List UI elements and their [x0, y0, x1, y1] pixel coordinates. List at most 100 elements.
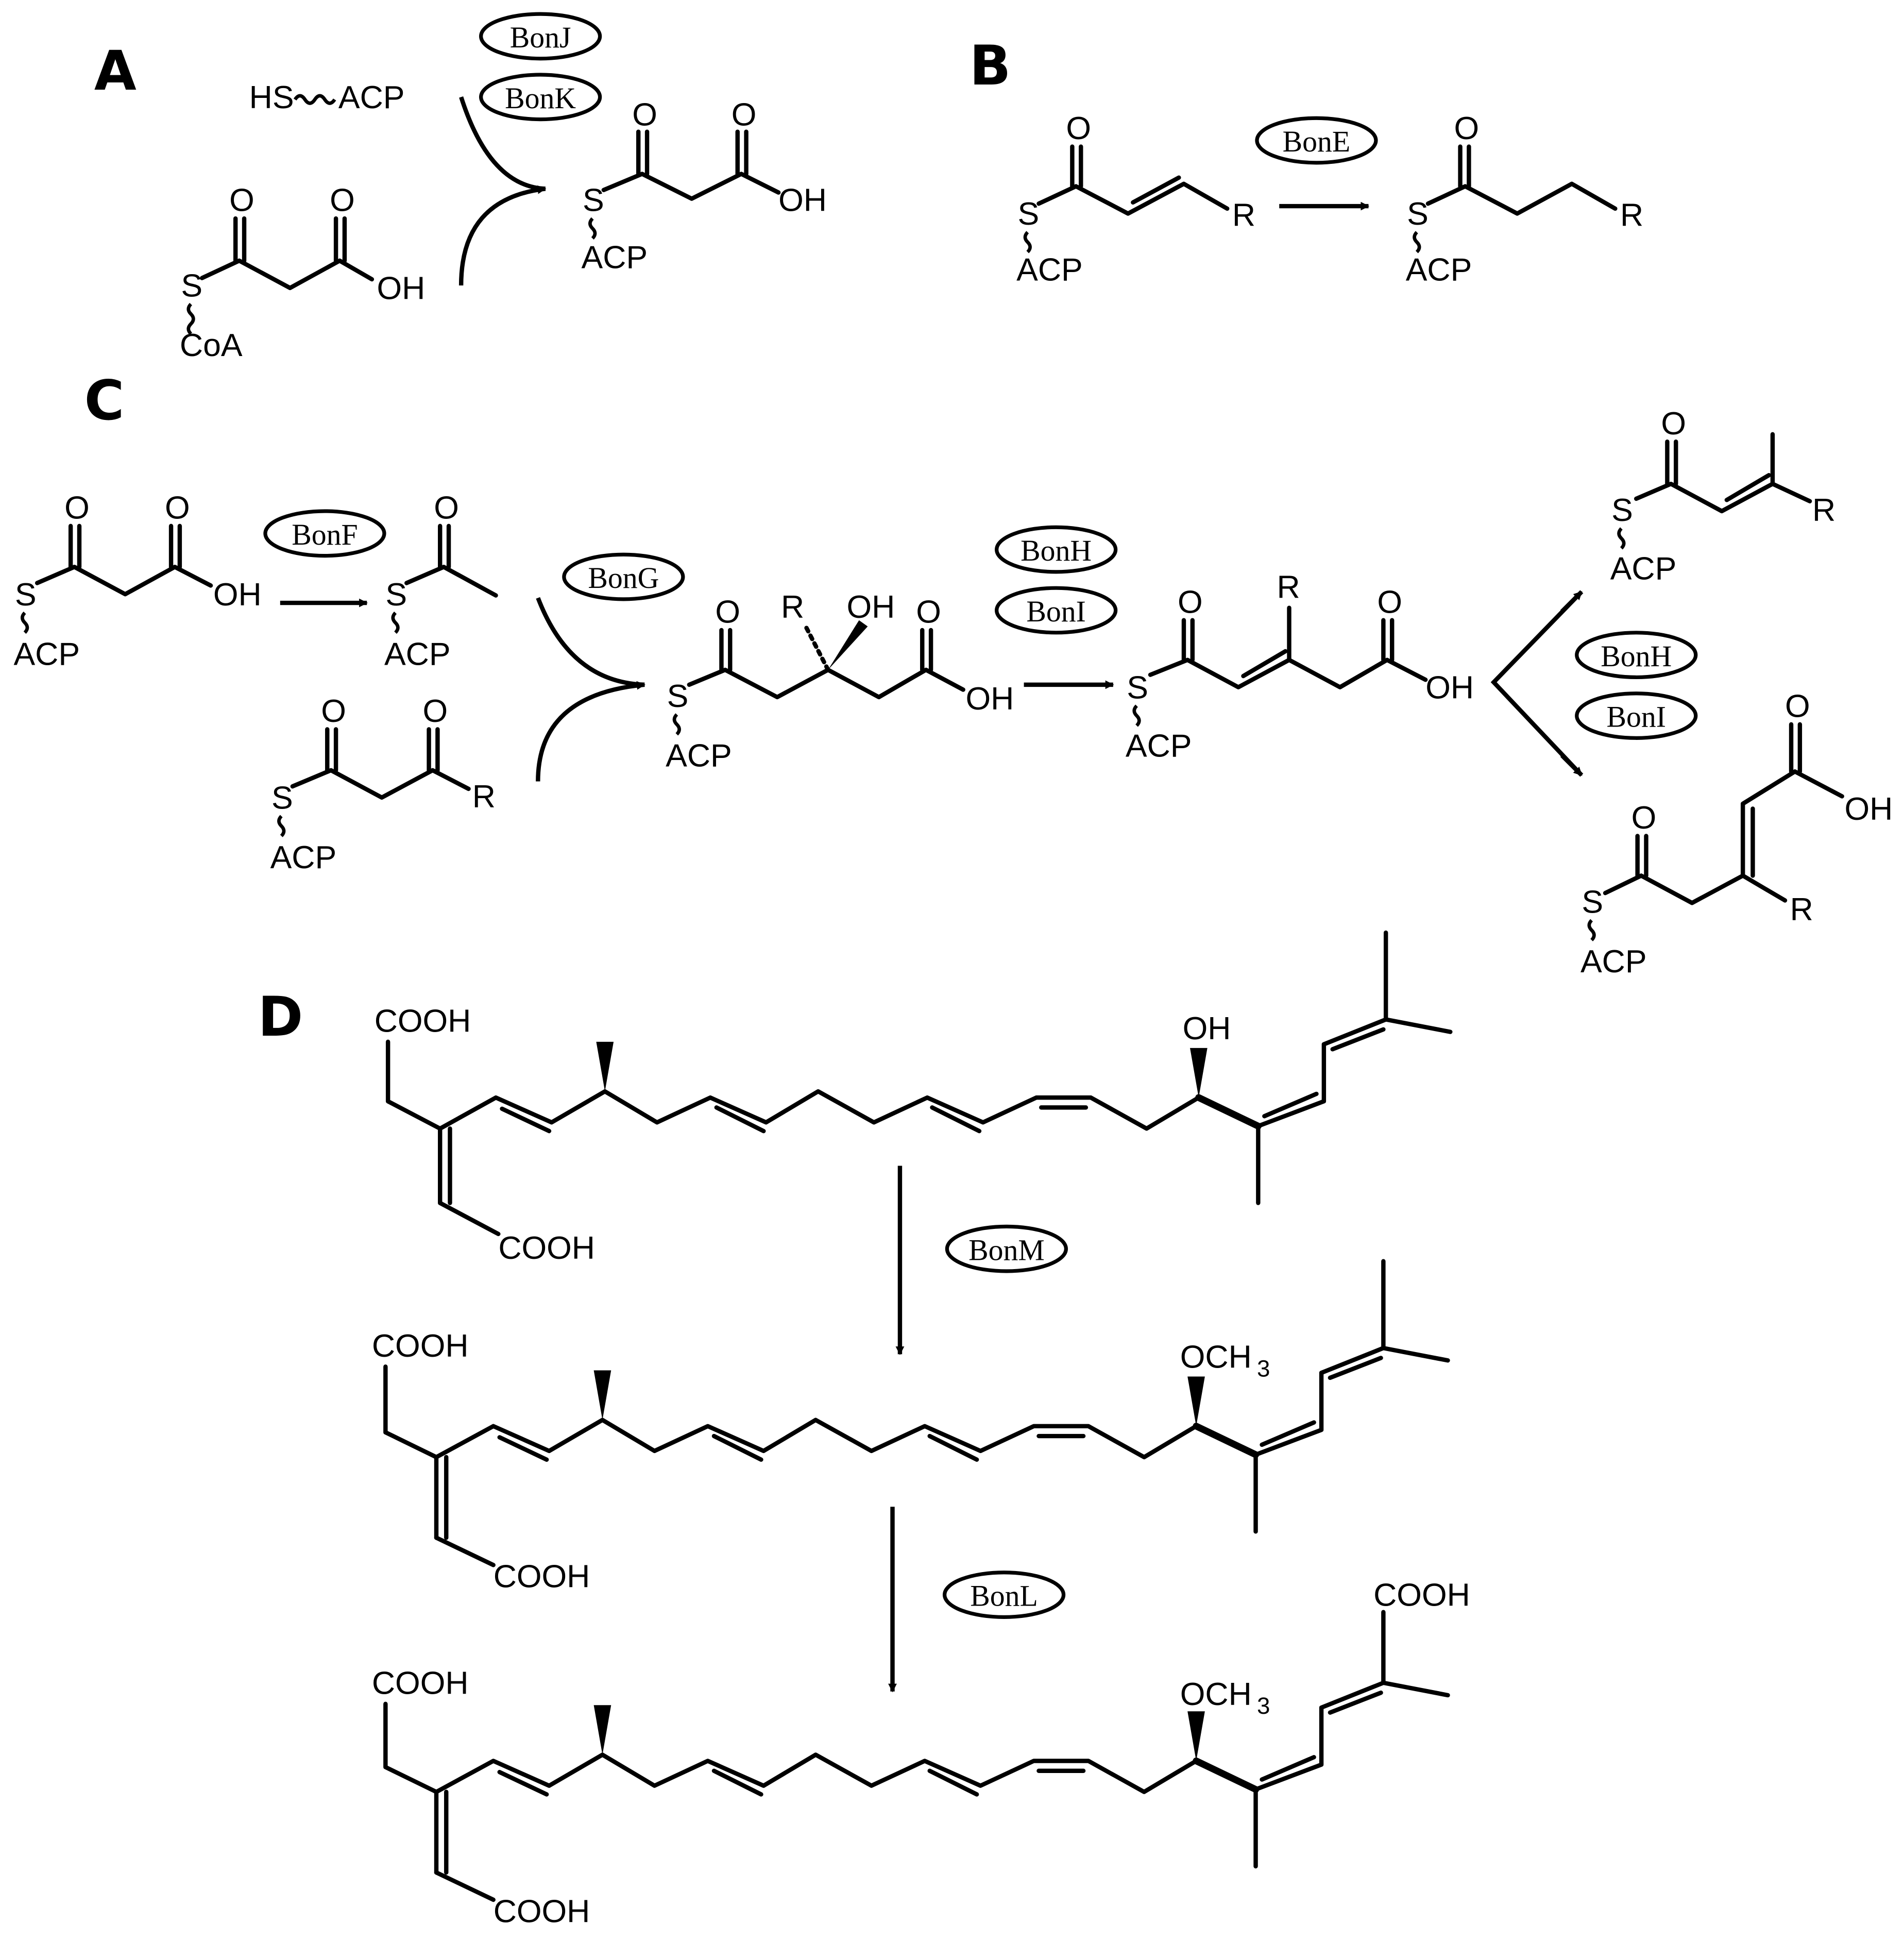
svg-text:CoA: CoA	[180, 327, 243, 363]
svg-text:OH: OH	[1845, 791, 1893, 827]
svg-text:COOH: COOH	[372, 1328, 469, 1364]
structure-d1: COOH COOH OH	[375, 930, 1453, 1266]
svg-text:O: O	[1377, 584, 1402, 620]
svg-text:BonI: BonI	[1607, 701, 1667, 734]
svg-text:BonE: BonE	[1283, 126, 1351, 158]
svg-text:3: 3	[1257, 1356, 1270, 1382]
enzyme-boni-1: BonI	[995, 586, 1118, 635]
panel-label-b: B	[970, 34, 1011, 97]
arrow-c4-up	[1560, 590, 1584, 613]
svg-text:S: S	[583, 182, 604, 218]
svg-text:OH: OH	[213, 577, 262, 613]
hmg-acp: O O R OH OH S ACP	[666, 589, 1014, 774]
svg-text:OCH: OCH	[1180, 1676, 1252, 1712]
svg-text:COOH: COOH	[1373, 1577, 1470, 1613]
svg-text:O: O	[330, 182, 355, 218]
svg-text:O: O	[1178, 584, 1203, 620]
svg-text:COOH: COOH	[372, 1665, 469, 1701]
svg-text:R: R	[1790, 891, 1813, 927]
arrow-c4-fork	[1490, 591, 1583, 776]
svg-text:S: S	[385, 577, 407, 613]
panel-label-d: D	[258, 985, 303, 1049]
svg-text:ACP: ACP	[666, 738, 732, 774]
enzyme-bonj: BonJ	[479, 12, 602, 61]
svg-text:O: O	[1066, 110, 1091, 146]
methylcrotonyl-acp: O R S ACP	[1610, 406, 1835, 587]
svg-text:BonF: BonF	[292, 519, 358, 551]
svg-text:O: O	[229, 182, 254, 218]
arrow-c4-down	[1560, 754, 1584, 777]
svg-text:O: O	[165, 490, 190, 526]
arrow-a-upper	[459, 96, 546, 191]
acetyl-acp: O S ACP	[384, 490, 498, 672]
svg-text:ACP: ACP	[270, 839, 337, 875]
svg-text:ACP: ACP	[384, 636, 451, 672]
arrow-c2-upper	[536, 597, 645, 687]
malonyl-acp-a: O O OH S ACP	[582, 97, 827, 276]
svg-text:O: O	[632, 97, 657, 133]
svg-text:OH: OH	[846, 589, 895, 625]
svg-text:ACP: ACP	[1016, 251, 1083, 288]
acyl-acp: O R S ACP	[1406, 110, 1643, 288]
svg-text:OH: OH	[1425, 669, 1474, 705]
svg-text:S: S	[1611, 492, 1633, 528]
svg-text:COOH: COOH	[498, 1230, 595, 1266]
glutaconyl-acp: O O R OH S ACP	[1126, 569, 1474, 764]
enzyme-bonl: BonL	[942, 1571, 1066, 1619]
svg-text:BonK: BonK	[505, 82, 576, 115]
svg-text:O: O	[64, 490, 90, 526]
svg-text:BonJ: BonJ	[510, 22, 571, 54]
structure-d3: COOH COOH COOH OCH 3	[372, 1577, 1470, 1930]
svg-text:S: S	[1582, 884, 1603, 920]
malonyl-acp-c: O O OH S ACP	[13, 490, 261, 672]
svg-text:O: O	[321, 693, 346, 729]
svg-text:S: S	[271, 780, 293, 816]
svg-text:S: S	[1127, 669, 1148, 705]
svg-text:ACP: ACP	[13, 636, 80, 672]
svg-text:R: R	[1277, 569, 1300, 605]
svg-text:OH: OH	[778, 182, 827, 218]
svg-text:BonL: BonL	[970, 1580, 1038, 1613]
svg-text:ACP: ACP	[1126, 728, 1192, 764]
holo-acp: HS ACP	[249, 79, 405, 115]
svg-text:O: O	[916, 594, 941, 630]
svg-text:S: S	[1018, 196, 1040, 232]
carboxyvinyl-acp: O O OH R S ACP	[1580, 688, 1893, 980]
svg-text:BonH: BonH	[1601, 640, 1672, 673]
svg-text:O: O	[1454, 110, 1480, 146]
svg-text:O: O	[715, 594, 740, 630]
svg-text:BonG: BonG	[588, 562, 659, 595]
svg-text:ACP: ACP	[338, 79, 405, 115]
arrow-a-lower	[458, 185, 547, 286]
enzyme-bone: BonE	[1255, 116, 1378, 165]
svg-text:OCH: OCH	[1180, 1339, 1252, 1375]
enzyme-bonf: BonF	[263, 509, 386, 558]
svg-text:HS: HS	[249, 79, 294, 115]
svg-text:COOH: COOH	[375, 1003, 471, 1039]
panel-label-a: A	[94, 39, 137, 103]
svg-text:O: O	[434, 490, 459, 526]
svg-text:ACP: ACP	[1580, 943, 1647, 980]
svg-text:BonM: BonM	[968, 1234, 1045, 1267]
svg-text:S: S	[15, 577, 37, 613]
svg-text:S: S	[181, 268, 202, 304]
svg-text:R: R	[1232, 197, 1255, 233]
svg-text:O: O	[732, 97, 757, 133]
svg-text:OH: OH	[1183, 1010, 1231, 1047]
malonyl-coa: O O OH S CoA	[180, 182, 425, 364]
svg-text:BonI: BonI	[1026, 596, 1086, 628]
svg-text:S: S	[667, 678, 689, 714]
enzyme-bonh-2: BonH	[1575, 631, 1698, 680]
svg-text:COOH: COOH	[494, 1559, 590, 1595]
panel-label-c: C	[84, 369, 125, 432]
enzyme-bonh-1: BonH	[995, 525, 1118, 574]
svg-text:3: 3	[1257, 1693, 1270, 1719]
svg-text:O: O	[1661, 406, 1686, 442]
svg-text:R: R	[781, 589, 804, 625]
svg-text:R: R	[472, 779, 496, 815]
enzyme-bonk: BonK	[479, 73, 602, 122]
svg-text:S: S	[1407, 196, 1429, 232]
svg-text:OH: OH	[965, 681, 1014, 717]
enzyme-bonm: BonM	[945, 1224, 1068, 1273]
